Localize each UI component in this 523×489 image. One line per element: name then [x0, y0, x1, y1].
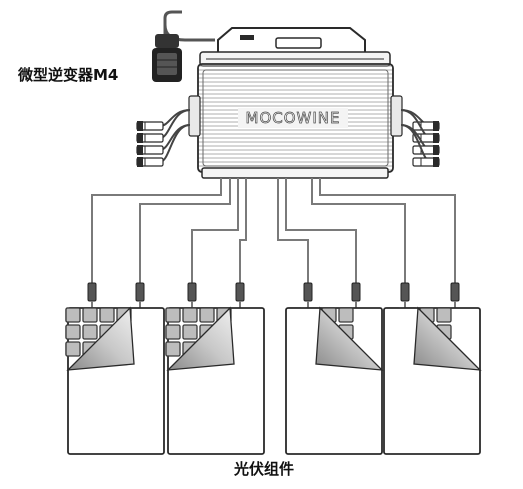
pv-cell — [65, 324, 81, 340]
dc-cable — [277, 178, 309, 283]
dc-cable — [311, 178, 406, 283]
mc4-cap — [433, 157, 439, 167]
pv-peel — [413, 306, 482, 371]
inverter-label: 微型逆变器M4 — [18, 66, 119, 84]
dc-lead — [159, 124, 191, 163]
dc-cables — [87, 178, 460, 312]
mc4-cap — [433, 145, 439, 155]
pv-cell — [436, 307, 452, 323]
dc-cable — [91, 178, 222, 283]
pv-cell — [165, 324, 181, 340]
dc-cable — [319, 178, 456, 283]
right-dc-connectors — [400, 109, 440, 167]
dc-cable — [285, 178, 357, 283]
mc4-cap — [433, 133, 439, 143]
pv-cell — [182, 324, 198, 340]
pv-cell — [82, 324, 98, 340]
mc4-cap — [137, 157, 143, 167]
pv-peel — [66, 306, 135, 371]
dc-cable — [191, 178, 239, 283]
pv-module — [383, 306, 482, 455]
microinverter: MOCOWINE — [188, 27, 403, 179]
panel-connector — [400, 282, 410, 302]
pv-cell — [99, 307, 115, 323]
panel-connector — [303, 282, 313, 302]
pv-cell — [165, 307, 181, 323]
panel-connector — [135, 282, 145, 302]
pv-cell — [338, 307, 354, 323]
mc4-cap — [137, 121, 143, 131]
pv-cell — [182, 307, 198, 323]
pv-modules — [65, 306, 482, 455]
mc4-cap — [137, 133, 143, 143]
pv-module — [65, 306, 165, 455]
dc-cable — [239, 178, 247, 283]
pv-peel — [315, 306, 384, 371]
panel-connector — [87, 282, 97, 302]
panel-connector — [351, 282, 361, 302]
panel-connector — [235, 282, 245, 302]
mc4-cap — [137, 145, 143, 155]
pv-module — [165, 306, 265, 455]
ac-connector — [152, 34, 182, 82]
mc4-cap — [433, 121, 439, 131]
left-dc-connectors — [136, 109, 191, 167]
dc-cable — [139, 178, 231, 283]
pv-peel — [166, 306, 235, 371]
brand-logo: MOCOWINE — [246, 109, 341, 127]
pv-module — [285, 306, 384, 455]
pv-cell — [165, 341, 181, 357]
panel-label: 光伏组件 — [234, 460, 295, 478]
pv-cell — [65, 307, 81, 323]
panel-connector — [187, 282, 197, 302]
pv-cell — [199, 307, 215, 323]
pv-cell — [82, 307, 98, 323]
panel-connector — [450, 282, 460, 302]
pv-cell — [65, 341, 81, 357]
